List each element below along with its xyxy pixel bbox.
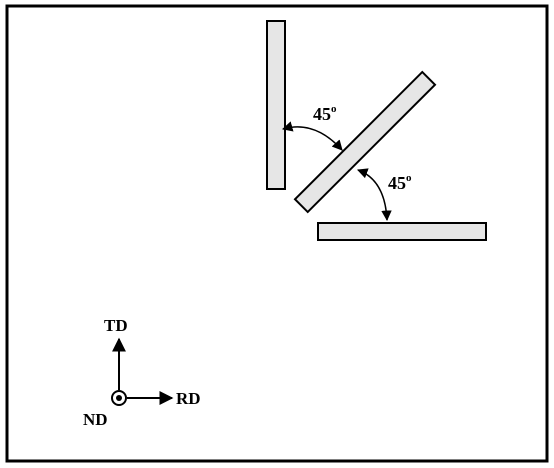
angle-arc-top [281, 121, 343, 151]
td-axis-label: TD [104, 316, 128, 335]
angle-label-right: 45o [388, 172, 412, 193]
angle-unit-top: o [331, 103, 337, 115]
figure-frame [5, 4, 549, 463]
sample-strip-diagonal [293, 70, 437, 214]
sample-strip-horizontal [317, 222, 487, 241]
angle-value-top: 45 [313, 104, 331, 124]
rd-axis-label: RD [176, 389, 201, 408]
sample-strip-vertical [266, 20, 286, 190]
angle-label-top: 45o [313, 103, 337, 124]
nd-axis-label: ND [83, 410, 108, 429]
angle-arc-right [357, 168, 392, 222]
nd-axis-dot [116, 395, 122, 401]
angle-value-right: 45 [388, 173, 406, 193]
angle-unit-right: o [406, 172, 412, 184]
